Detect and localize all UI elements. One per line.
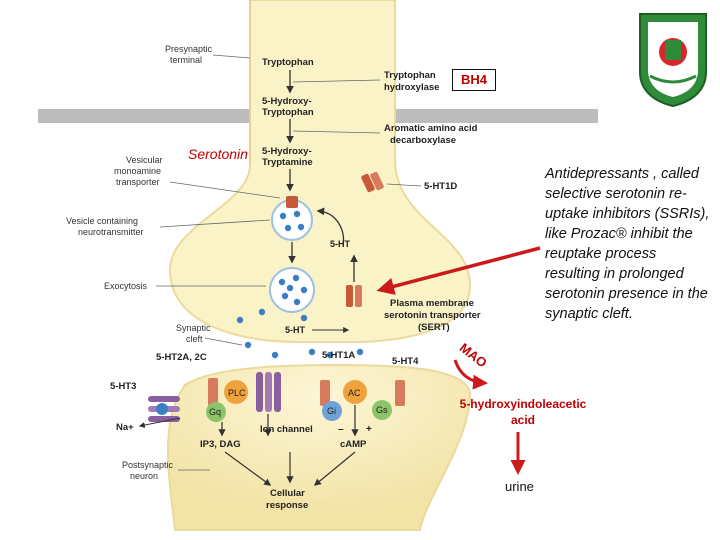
svg-text:Postsynaptic: Postsynaptic	[122, 460, 174, 470]
label-ip3-dag: IP3, DAG	[200, 439, 241, 450]
leader-decarboxylase	[292, 130, 381, 134]
arrow-ip3-to-response	[224, 451, 272, 486]
hiaa-line-2: acid	[510, 413, 535, 427]
label-vesicle-containing: Vesicle containing neurotransmitter	[66, 216, 144, 237]
university-seal-logo	[632, 8, 714, 110]
leader-tryptophan-hydroxylase	[292, 79, 381, 83]
label-5-ht1a: 5-HT1A	[322, 350, 355, 361]
red-arrow-mao-curve	[453, 359, 488, 390]
label-plasma-membrane-sert: Plasma membrane serotonin transporter (S…	[384, 298, 481, 333]
svg-text:(SERT): (SERT)	[418, 322, 450, 333]
ion-channel-receptor	[256, 372, 281, 412]
label-gs: Gs	[376, 405, 388, 415]
red-arrow-antidepressant-to-sert	[376, 246, 541, 295]
label-5-ht3: 5-HT3	[110, 381, 136, 392]
svg-text:neurotransmitter: neurotransmitter	[78, 227, 144, 237]
receptor-5-ht2-complex	[206, 378, 248, 422]
gq-protein	[206, 402, 226, 422]
svg-text:decarboxylase: decarboxylase	[390, 135, 456, 146]
antidepressant-note: Antidepressants , called selective serot…	[545, 166, 710, 322]
label-5-ht1d: 5-HT1D	[424, 181, 457, 192]
label-vesicular-transporter: Vesicular monoamine transporter	[114, 155, 163, 187]
receptor-5-ht1a-ht4-complex	[320, 380, 405, 421]
label-presynaptic-terminal: Presynaptic terminal	[165, 44, 213, 65]
label-camp: cAMP	[340, 439, 367, 450]
leader-5-ht1d	[386, 183, 422, 187]
svg-text:serotonin transporter: serotonin transporter	[384, 310, 481, 321]
arrow-reuptake-to-vesicle	[316, 207, 345, 246]
label-plus: +	[366, 424, 372, 435]
svg-text:monoamine: monoamine	[114, 166, 161, 176]
serotonin-annotation: Serotonin	[188, 146, 248, 162]
leader-synaptic-cleft	[204, 337, 243, 346]
svg-text:Cellular: Cellular	[270, 488, 305, 499]
ac-enzyme	[343, 380, 367, 404]
svg-text:Tryptophan: Tryptophan	[384, 70, 436, 81]
label-5-ht4: 5-HT4	[392, 356, 419, 367]
svg-text:terminal: terminal	[170, 55, 202, 65]
urine-label: urine	[505, 479, 534, 494]
label-tryptophan-hydroxylase: Tryptophan hydroxylase	[384, 70, 439, 93]
svg-text:transporter: transporter	[116, 177, 160, 187]
label-5-ht2a-2c: 5-HT2A, 2C	[156, 352, 207, 363]
label-ac: AC	[348, 388, 361, 398]
gi-protein	[322, 401, 342, 421]
svg-text:Plasma membrane: Plasma membrane	[390, 298, 474, 309]
gs-protein	[372, 400, 392, 420]
svg-text:neuron: neuron	[130, 471, 158, 481]
label-plc: PLC	[228, 388, 246, 398]
label-aromatic-decarboxylase: Aromatic amino acid decarboxylase	[384, 123, 478, 146]
leader-vesicle	[159, 219, 271, 228]
hiaa-label: 5-hydroxyindoleacetic acid	[443, 396, 603, 428]
sert-transporter	[346, 285, 362, 307]
bh4-cofactor-box: BH4	[452, 69, 496, 91]
label-5-hydroxy-tryptamine-2: Tryptamine	[262, 157, 313, 168]
presynaptic-terminal	[168, 0, 472, 343]
svg-text:Vesicle containing: Vesicle containing	[66, 216, 138, 226]
label-tryptophan: Tryptophan	[262, 57, 314, 68]
svg-text:Aromatic amino acid: Aromatic amino acid	[384, 123, 478, 134]
plc-enzyme	[224, 380, 248, 404]
label-synaptic-cleft: Synaptic cleft	[176, 323, 211, 344]
autoreceptor-5-ht1d	[361, 171, 384, 193]
arrow-camp-to-response	[313, 451, 356, 486]
label-5-hydroxy-tryptamine: 5-Hydroxy-	[262, 146, 312, 157]
label-cellular-response: Cellular response	[266, 488, 308, 511]
label-gi: Gi	[327, 406, 336, 416]
svg-text:hydroxylase: hydroxylase	[384, 82, 439, 93]
leader-presynaptic	[212, 54, 251, 59]
label-na: Na+	[116, 422, 134, 433]
label-5-ht-cleft: 5-HT	[285, 325, 306, 335]
leader-vesicular-transporter	[169, 181, 281, 199]
exocytosis-serotonin-molecules	[278, 274, 308, 306]
svg-text:cleft: cleft	[186, 334, 203, 344]
svg-text:Presynaptic: Presynaptic	[165, 44, 213, 54]
arrow-na-influx	[138, 417, 181, 429]
vesicular-transporter-protein	[286, 196, 298, 208]
label-minus: –	[338, 424, 344, 435]
label-exocytosis: Exocytosis	[104, 281, 148, 291]
receptor-5-ht3-channel	[148, 396, 180, 422]
svg-text:Synaptic: Synaptic	[176, 323, 211, 333]
label-5-hydroxy-tryptophan-2: Tryptophan	[262, 107, 314, 118]
label-5-hydroxy-tryptophan: 5-Hydroxy-	[262, 96, 312, 107]
label-ion-channel: Ion channel	[260, 424, 313, 435]
svg-text:response: response	[266, 500, 308, 511]
vesicle-serotonin-molecules	[279, 210, 305, 232]
label-postsynaptic-neuron: Postsynaptic neuron	[122, 460, 174, 481]
cleft-serotonin-molecules	[236, 308, 364, 359]
label-5-ht-recycle: 5-HT	[330, 239, 351, 249]
label-gq: Gq	[209, 407, 221, 417]
svg-text:Vesicular: Vesicular	[126, 155, 163, 165]
hiaa-line-1: 5-hydroxyindoleacetic	[459, 397, 587, 411]
